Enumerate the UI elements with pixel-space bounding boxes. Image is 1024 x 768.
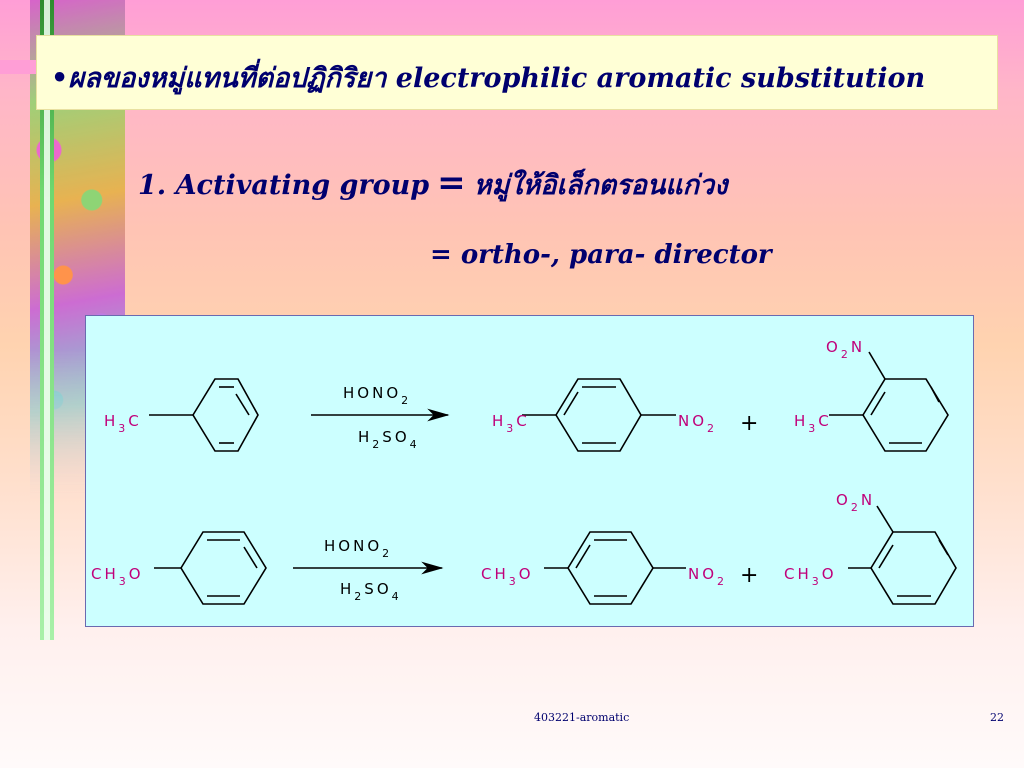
reaction2-para-product-ring bbox=[544, 531, 686, 605]
reaction2-plus: + bbox=[740, 563, 758, 588]
reaction2-reactant-ring bbox=[154, 531, 267, 605]
reaction1-plus: + bbox=[740, 411, 758, 436]
reaction1-para-product-ring bbox=[522, 378, 676, 452]
heading-label: 1. Activating group bbox=[138, 170, 430, 201]
footer-page-number: 22 bbox=[990, 711, 1004, 724]
reaction1-reactant-ring bbox=[149, 378, 259, 452]
reaction2-ortho-product-ring bbox=[848, 505, 957, 605]
slide-title: •ผลของหมู่แทนที่ต่อปฏิกิริยา electrophil… bbox=[51, 63, 926, 94]
decorative-white-stripe bbox=[44, 0, 50, 640]
subheading-director: = ortho-, para- director bbox=[430, 240, 772, 270]
decorative-pink-bar bbox=[0, 60, 40, 74]
heading-activating-group: 1. Activating group=หมู่ให้อิเล็กตรอนแก่… bbox=[138, 163, 727, 206]
reaction1-ortho-product-ring bbox=[829, 351, 949, 452]
heading-equals: = bbox=[437, 163, 466, 203]
title-box: •ผลของหมู่แทนที่ต่อปฏิกิริยา electrophil… bbox=[36, 35, 998, 110]
heading-thai: หมู่ให้อิเล็กตรอนแก่วง bbox=[473, 170, 728, 201]
footer-course-code: 403221-aromatic bbox=[534, 711, 630, 724]
